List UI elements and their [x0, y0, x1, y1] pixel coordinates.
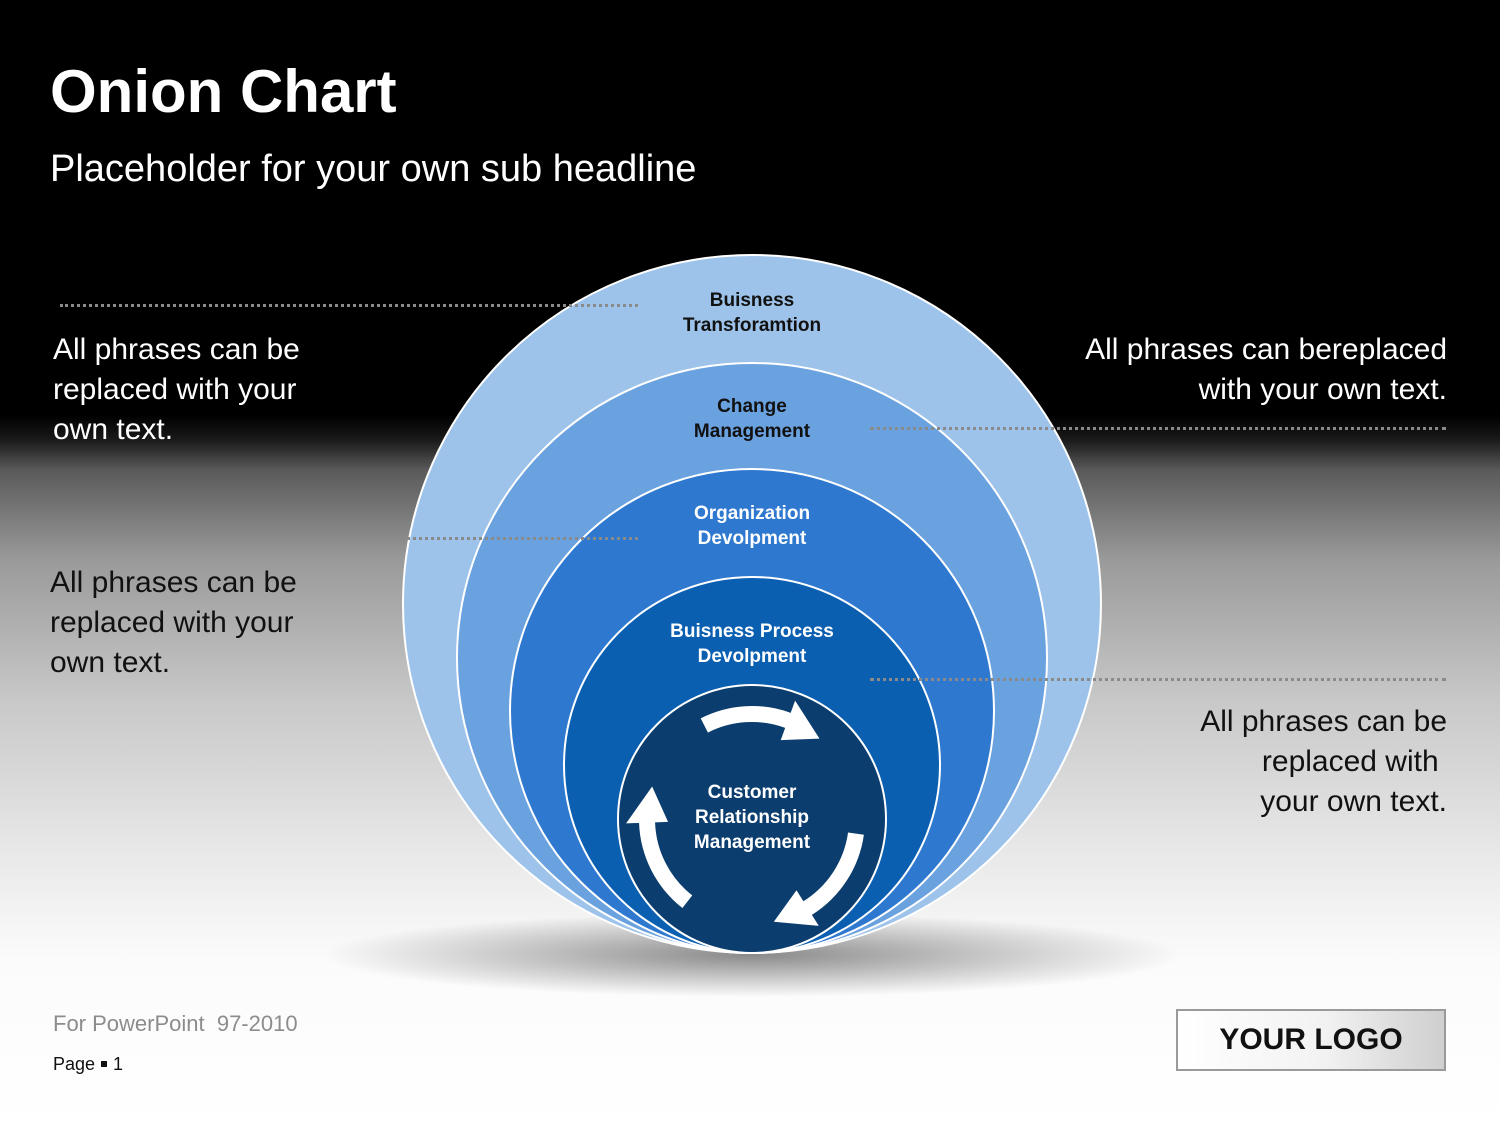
label-line: Devolpment — [698, 528, 807, 549]
phrase-middle-left: All phrases can be replaced with your ow… — [50, 563, 297, 683]
label-line: Buisness Process — [670, 621, 834, 642]
cycle-arrow-1 — [700, 700, 820, 741]
logo-placeholder: YOUR LOGO — [1176, 1009, 1446, 1071]
footer-note: For PowerPoint 97-2010 — [53, 1011, 298, 1036]
leader-line-top-right — [870, 427, 1446, 430]
label-line: Devolpment — [698, 646, 807, 667]
cycle-arrow-2 — [773, 832, 864, 926]
page-title: Onion Chart — [50, 58, 397, 125]
phrase-line: All phrases can be — [53, 333, 300, 366]
phrase-line: replaced with — [1261, 745, 1447, 778]
label-line: Change — [717, 396, 787, 417]
leader-line-top-left — [60, 304, 638, 307]
phrase-bottom-right: All phrases can be replaced with your ow… — [1200, 702, 1447, 822]
phrase-line: with your own text. — [1198, 373, 1447, 406]
phrase-line: own text. — [53, 413, 174, 446]
page-label: Page — [53, 1054, 96, 1074]
phrase-line: All phrases can be — [1200, 705, 1447, 738]
phrase-line: replaced with your — [50, 606, 294, 639]
leader-line-middle-left — [60, 537, 638, 540]
page-indicator: Page 1 — [53, 1054, 123, 1075]
label-line: Transforamtion — [683, 315, 821, 336]
phrase-top-left: All phrases can be replaced with your ow… — [53, 330, 300, 450]
bullet-square-icon — [101, 1060, 108, 1067]
label-line: Relationship — [695, 807, 809, 828]
page-number: 1 — [113, 1054, 124, 1074]
onion-shadow — [322, 913, 1182, 997]
phrase-line: All phrases can be — [50, 566, 297, 599]
phrase-line: replaced with your — [53, 373, 297, 406]
page-subtitle: Placeholder for your own sub headline — [50, 148, 697, 190]
label-line: Organization — [694, 503, 810, 524]
label-line: Buisness — [710, 290, 794, 311]
cycle-arrows-icon — [626, 700, 864, 926]
phrase-top-right: All phrases can bereplaced with your own… — [1085, 330, 1447, 410]
label-line: Management — [694, 832, 811, 853]
leader-line-bottom-right — [870, 678, 1446, 681]
label-line: Management — [694, 421, 811, 442]
cycle-arrow-3 — [626, 786, 693, 909]
phrase-line: All phrases can bereplaced — [1085, 333, 1447, 366]
phrase-line: your own text. — [1260, 785, 1447, 818]
layer-customer-relationship-management-ring — [617, 684, 887, 954]
phrase-line: own text. — [50, 646, 171, 679]
label-line: Customer — [708, 782, 797, 803]
